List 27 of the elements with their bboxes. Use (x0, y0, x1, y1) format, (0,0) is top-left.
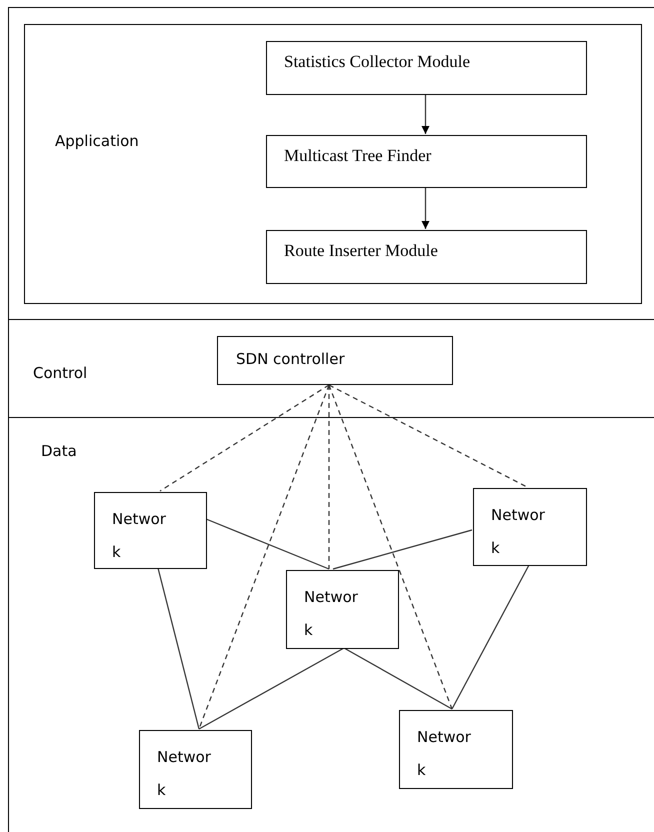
layer-label: Data (41, 441, 77, 462)
dashed-link (328, 384, 528, 488)
layer-label: Control (33, 363, 88, 384)
dashed-link (328, 384, 453, 710)
link-line (157, 568, 200, 730)
dashed-link (160, 384, 330, 492)
dashed-link (328, 385, 330, 569)
controller-box: SDN controller (217, 336, 453, 385)
dashed-link (198, 384, 330, 730)
module-box: Statistics Collector Module (266, 41, 587, 95)
network-box: Networ k (139, 730, 252, 809)
network-box: Networ k (399, 710, 513, 789)
link-line (206, 518, 330, 570)
link-line (332, 529, 472, 570)
network-box: Networ k (94, 492, 207, 569)
link-line (451, 564, 530, 710)
link-line (198, 647, 344, 730)
layer-band (8, 319, 654, 417)
module-box: Multicast Tree Finder (266, 135, 587, 188)
layer-label: Application (55, 131, 139, 152)
network-box: Networ k (286, 570, 399, 649)
arrow (422, 94, 430, 134)
module-box: Route Inserter Module (266, 230, 587, 284)
layer-band (8, 417, 654, 832)
network-box: Networ k (473, 488, 587, 566)
arrow (422, 187, 430, 229)
link-line (344, 647, 452, 710)
